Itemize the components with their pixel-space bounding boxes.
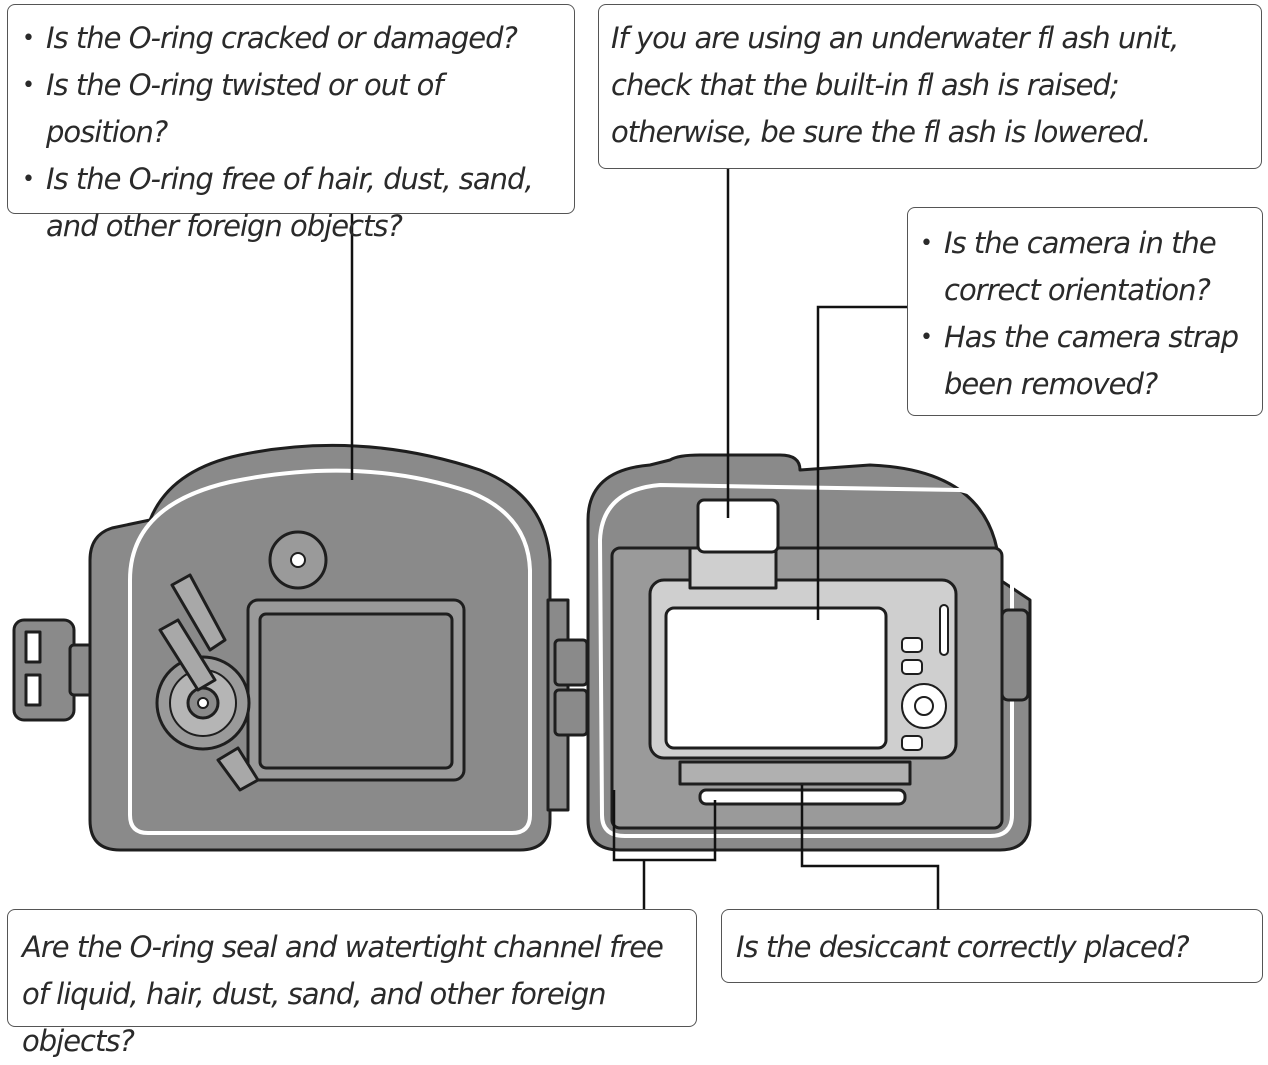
callout-camera-check: Is the camera in the correct orientation… <box>907 207 1263 416</box>
desiccant-text: Is the desiccant correctly placed? <box>736 930 1190 964</box>
camera-item: Is the camera in the correct orientation… <box>914 220 1256 314</box>
channel-text: Are the O-ring seal and watertight chann… <box>22 930 664 1058</box>
housing-illustration <box>12 169 1032 909</box>
hinge <box>546 598 589 812</box>
door-dial <box>155 655 251 751</box>
door-levers <box>158 573 260 792</box>
leader-desiccant <box>800 785 940 909</box>
oring-item: Is the O-ring cracked or damaged? <box>16 15 566 62</box>
built-in-flash <box>688 498 780 590</box>
callout-desiccant-check: Is the desiccant correctly placed? <box>721 909 1263 983</box>
callout-flash-check: If you are using an underwater fl ash un… <box>598 4 1262 169</box>
leader-channel <box>612 790 717 862</box>
camera <box>648 578 958 760</box>
watertight-channel <box>598 483 1014 838</box>
callout-channel-check: Are the O-ring seal and watertight chann… <box>7 909 697 1058</box>
oring-item: Is the O-ring twisted or out of position… <box>16 62 566 156</box>
flash-text: If you are using an underwater fl ash un… <box>611 21 1179 149</box>
camera-screen <box>664 606 888 750</box>
callout-oring-check: Is the O-ring cracked or damaged? Is the… <box>7 4 575 243</box>
camera-item: Has the camera strap been removed? <box>914 314 1256 408</box>
leader-camera <box>816 305 907 620</box>
door-oring <box>128 468 532 835</box>
oring-item: Is the O-ring free of hair, dust, sand, … <box>16 156 566 250</box>
leader-lines <box>350 169 940 909</box>
